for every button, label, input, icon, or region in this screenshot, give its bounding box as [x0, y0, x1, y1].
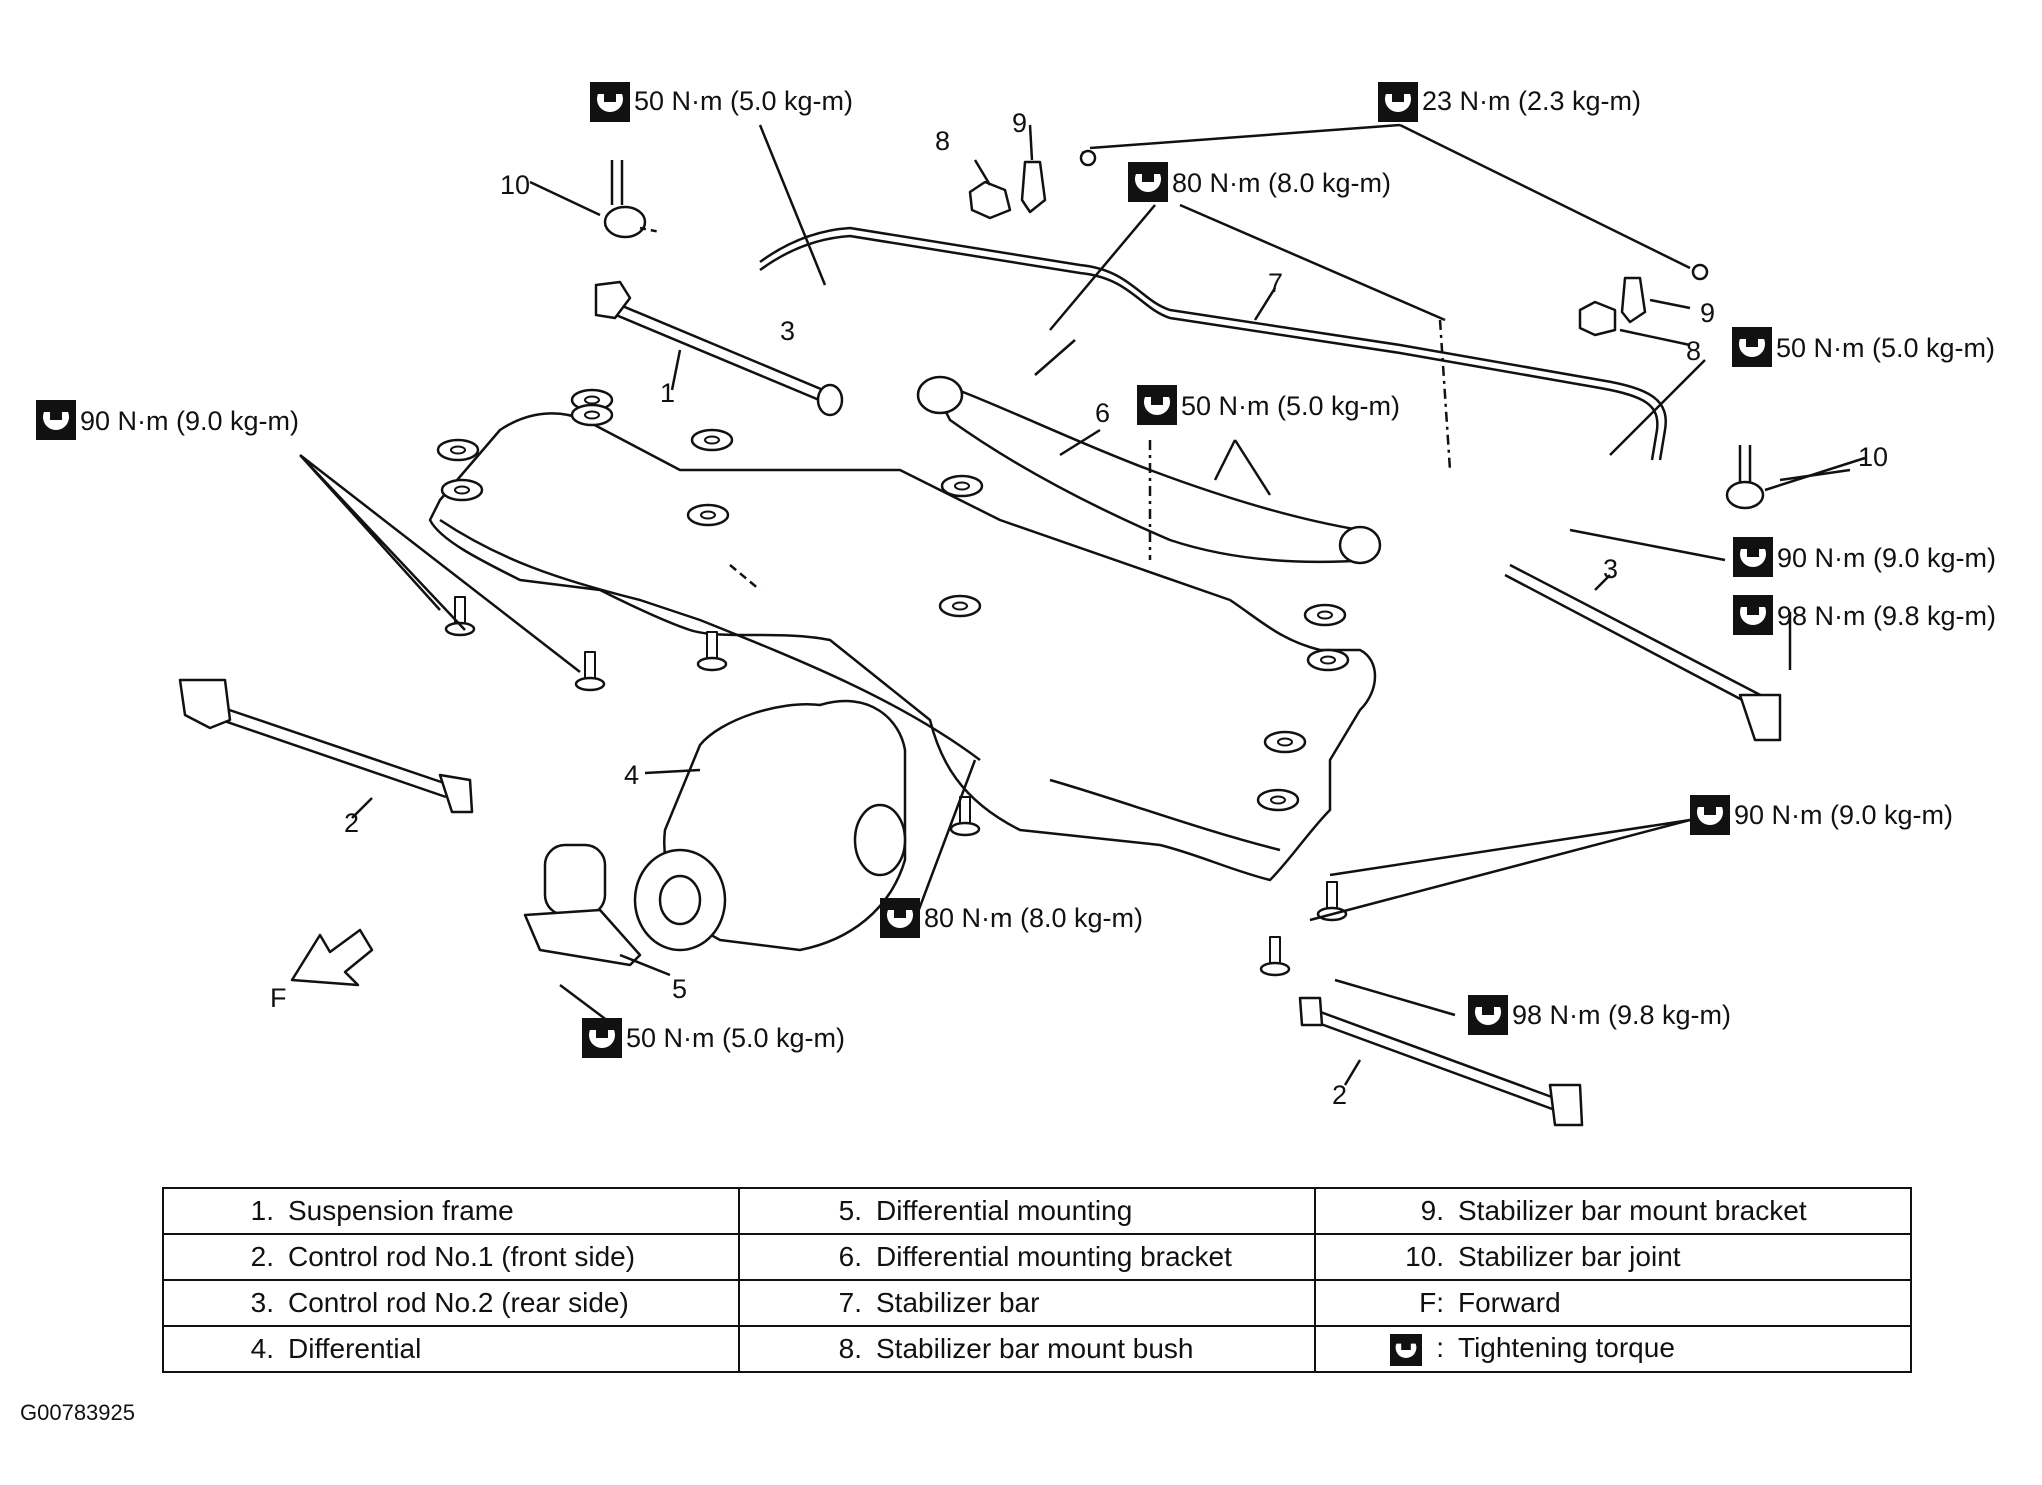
legend-cell: 8.Stabilizer bar mount bush	[738, 1325, 1316, 1373]
callout-9-top: 9	[1012, 108, 1028, 138]
forward-label: F	[270, 983, 287, 1013]
callout-10-left: 10	[500, 170, 531, 200]
torque-label-90-right1: 90 N·m (9.0 kg-m)	[1777, 543, 1997, 573]
callout-2-right: 2	[1332, 1080, 1348, 1110]
callout-5: 5	[672, 974, 688, 1004]
legend-row: 4.Differential 8.Stabilizer bar mount bu…	[162, 1325, 1912, 1373]
figure-id: G00783925	[20, 1400, 135, 1425]
legend-cell: F:Forward	[1314, 1279, 1912, 1327]
callout-8-right: 8	[1686, 336, 1702, 366]
legend-cell: 2.Control rod No.1 (front side)	[162, 1233, 740, 1281]
torque-label-50-arm: 50 N·m (5.0 kg-m)	[1181, 391, 1401, 421]
torque-label-50-right: 50 N·m (5.0 kg-m)	[1776, 333, 1996, 363]
torque-wrench-icon	[1390, 1333, 1423, 1366]
callout-4: 4	[624, 760, 640, 790]
legend-row: 3.Control rod No.2 (rear side) 7.Stabili…	[162, 1279, 1912, 1327]
legend-row: 1.Suspension frame 5.Differential mounti…	[162, 1187, 1912, 1235]
callout-8-top: 8	[935, 126, 951, 156]
torque-label-50-bottom: 50 N·m (5.0 kg-m)	[626, 1023, 846, 1053]
torque-label-50-top: 50 N·m (5.0 kg-m)	[634, 86, 854, 116]
legend-cell: 7.Stabilizer bar	[738, 1279, 1316, 1327]
callout-6: 6	[1095, 398, 1111, 428]
legend-cell: 4.Differential	[162, 1325, 740, 1373]
legend-cell: 3.Control rod No.2 (rear side)	[162, 1279, 740, 1327]
suspension-exploded-diagram	[36, 82, 1866, 1127]
legend-cell: :Tightening torque	[1314, 1325, 1912, 1373]
torque-label-80-top: 80 N·m (8.0 kg-m)	[1172, 168, 1392, 198]
legend-cell: 10.Stabilizer bar joint	[1314, 1233, 1912, 1281]
torque-label-80-mid: 80 N·m (8.0 kg-m)	[924, 903, 1144, 933]
torque-label-98-right2: 98 N·m (9.8 kg-m)	[1512, 1000, 1732, 1030]
torque-label-23: 23 N·m (2.3 kg-m)	[1422, 86, 1642, 116]
callout-9-right: 9	[1700, 298, 1716, 328]
callout-7: 7	[1268, 268, 1284, 298]
callout-3-right: 3	[1603, 554, 1619, 584]
legend-cell: 1.Suspension frame	[162, 1187, 740, 1235]
legend-cell: 6.Differential mounting bracket	[738, 1233, 1316, 1281]
callout-10-right: 10	[1858, 442, 1889, 472]
torque-label-98-right1: 98 N·m (9.8 kg-m)	[1777, 601, 1997, 631]
legend-cell: 5.Differential mounting	[738, 1187, 1316, 1235]
torque-label-90-left: 90 N·m (9.0 kg-m)	[80, 406, 300, 436]
torque-label-90-right2: 90 N·m (9.0 kg-m)	[1734, 800, 1954, 830]
callout-1: 1	[660, 378, 676, 408]
legend-cell: 9.Stabilizer bar mount bracket	[1314, 1187, 1912, 1235]
legend-row: 2.Control rod No.1 (front side) 6.Differ…	[162, 1233, 1912, 1281]
callout-2-left: 2	[344, 808, 360, 838]
parts-legend-table: 1.Suspension frame 5.Differential mounti…	[162, 1187, 1912, 1373]
callout-3-left: 3	[780, 316, 796, 346]
